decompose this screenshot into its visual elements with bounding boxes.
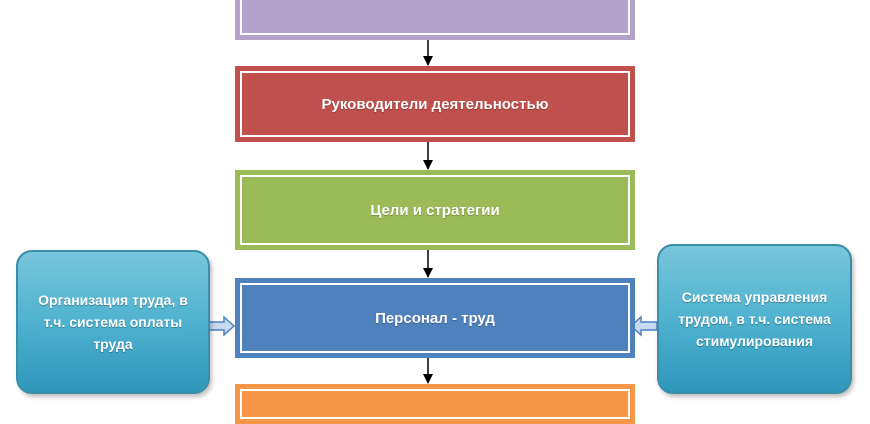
flow-box-goals: Цели и стратегии [235, 170, 635, 250]
side-box-labor-organization: Организация труда, в т.ч. система оплаты… [16, 250, 210, 394]
flow-box-managers-label: Руководители деятельностью [321, 95, 549, 113]
flow-box-managers: Руководители деятельностью [235, 66, 635, 142]
flow-box-goals-label: Цели и стратегии [370, 201, 500, 219]
side-box-labor-management: Система управления трудом, в т.ч. систем… [657, 244, 852, 394]
flow-box-top [235, 0, 635, 40]
right-block-arrow [629, 315, 658, 337]
flow-box-personnel-label: Персонал - труд [375, 309, 495, 327]
side-box-right-label: Система управления трудом, в т.ч. систем… [678, 289, 831, 349]
left-block-arrow [207, 315, 236, 337]
connectors [207, 40, 658, 384]
flow-box-bottom [235, 384, 635, 424]
flow-box-personnel: Персонал - труд [235, 278, 635, 358]
side-box-left-label: Организация труда, в т.ч. система оплаты… [38, 292, 188, 352]
